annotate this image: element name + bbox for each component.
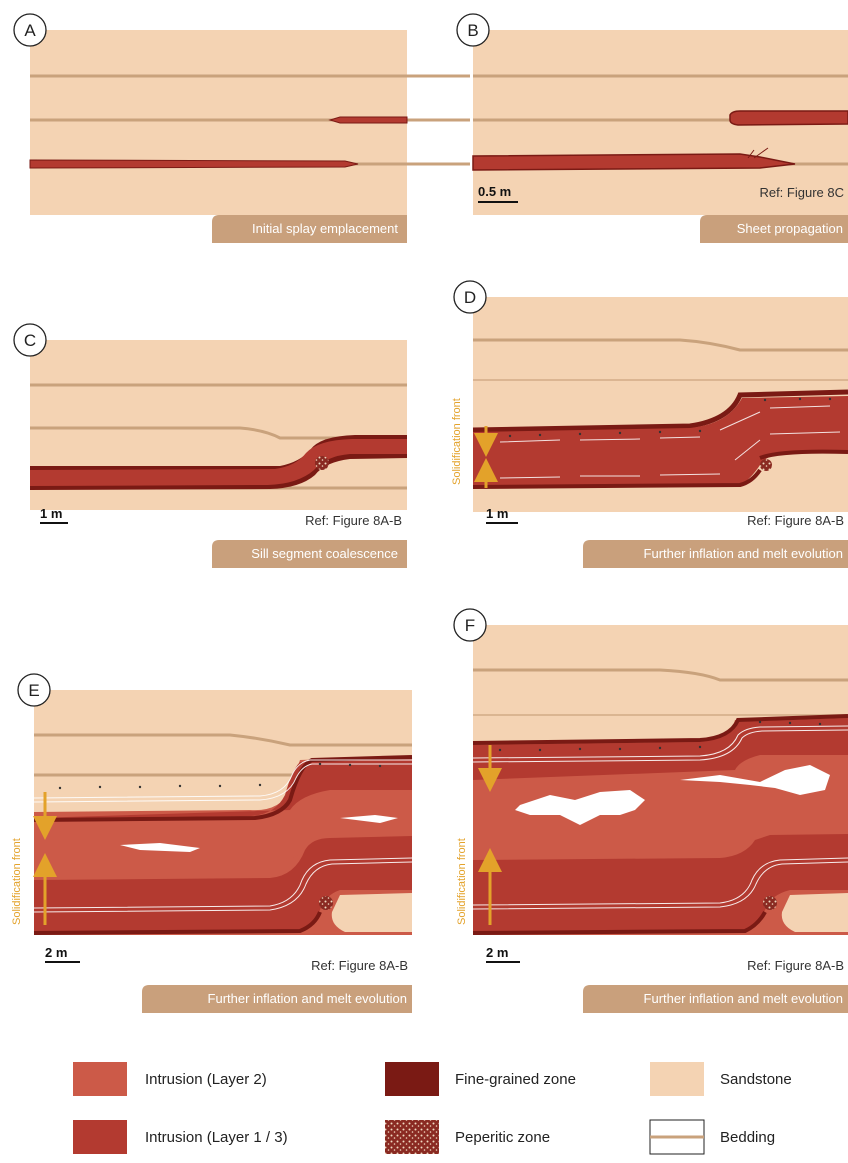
panel-d-caption: Further inflation and melt evolution (644, 546, 843, 561)
panel-f-caption: Further inflation and melt evolution (644, 991, 843, 1006)
legend-label-layer13: Intrusion (Layer 1 / 3) (145, 1129, 288, 1146)
panel-e-ref: Ref: Figure 8A-B (311, 958, 408, 973)
panel-e-solidification-label: Solidification front (11, 838, 23, 925)
panel-a-caption: Initial splay emplacement (252, 221, 398, 236)
panel-e-scale: 2 m (45, 945, 67, 960)
panel-a: A Initial splay emplacement (14, 14, 470, 243)
legend-item-sandstone: Sandstone (650, 1062, 792, 1096)
panel-c: 1 m Ref: Figure 8A-B C Sill segment coal… (14, 324, 407, 568)
legend-swatch-layer13 (73, 1120, 127, 1154)
legend-swatch-fine-grained (385, 1062, 439, 1096)
panel-e-letter: E (28, 681, 39, 700)
panel-e: Solidification front 2 m Ref: Figure 8A-… (11, 674, 412, 1013)
legend-swatch-layer2 (73, 1062, 127, 1096)
panel-c-ref: Ref: Figure 8A-B (305, 513, 402, 528)
panel-f-ref: Ref: Figure 8A-B (747, 958, 844, 973)
legend: Intrusion (Layer 2) Fine-grained zone Sa… (73, 1062, 792, 1154)
legend-label-bedding: Bedding (720, 1129, 775, 1146)
panel-d-solidification-label: Solidification front (451, 398, 463, 485)
legend-label-sandstone: Sandstone (720, 1071, 792, 1088)
panel-f-solidification-label: Solidification front (456, 838, 468, 925)
legend-label-layer2: Intrusion (Layer 2) (145, 1071, 267, 1088)
panel-c-scale: 1 m (40, 506, 62, 521)
panel-b-caption: Sheet propagation (737, 221, 843, 236)
panel-e-caption: Further inflation and melt evolution (208, 991, 407, 1006)
legend-label-peperitic: Peperitic zone (455, 1129, 550, 1146)
panel-b-scale: 0.5 m (478, 184, 511, 199)
panel-d-scale: 1 m (486, 506, 508, 521)
panel-f: Solidification front 2 m Ref: Figure 8A-… (454, 609, 848, 1013)
panel-d-ref: Ref: Figure 8A-B (747, 513, 844, 528)
panel-b-letter: B (467, 21, 478, 40)
panel-c-letter: C (24, 331, 36, 350)
legend-swatch-sandstone (650, 1062, 704, 1096)
panel-f-letter: F (465, 616, 475, 635)
legend-swatch-peperitic (385, 1120, 439, 1154)
panel-a-letter: A (24, 21, 36, 40)
panel-b-ref: Ref: Figure 8C (759, 185, 844, 200)
panel-b: 0.5 m Ref: Figure 8C B Sheet propagation (457, 14, 848, 243)
legend-item-layer2: Intrusion (Layer 2) (73, 1062, 267, 1096)
panel-f-scale: 2 m (486, 945, 508, 960)
legend-item-bedding: Bedding (650, 1120, 775, 1154)
legend-label-fine-grained: Fine-grained zone (455, 1071, 576, 1088)
legend-item-fine-grained: Fine-grained zone (385, 1062, 576, 1096)
legend-item-layer13: Intrusion (Layer 1 / 3) (73, 1120, 288, 1154)
panel-d: Solidification front 1 m Ref: Figure 8A-… (451, 281, 848, 568)
panel-c-caption: Sill segment coalescence (251, 546, 398, 561)
panel-d-letter: D (464, 288, 476, 307)
legend-item-peperitic: Peperitic zone (385, 1120, 550, 1154)
